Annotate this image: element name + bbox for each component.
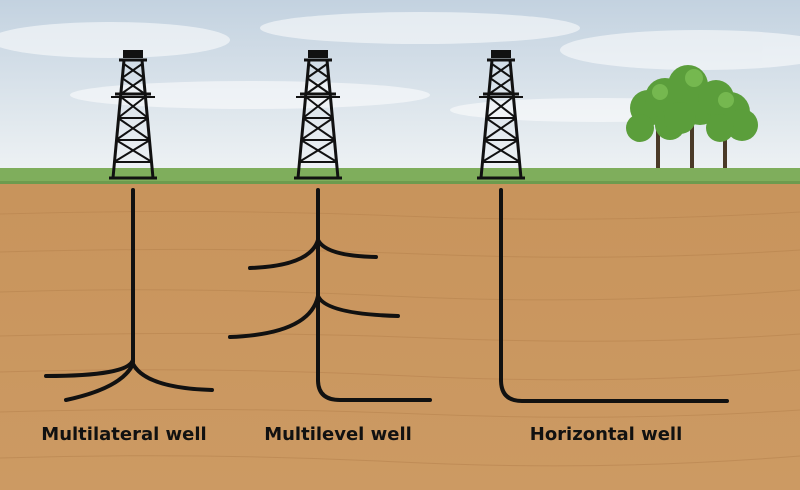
- horizontal-well-bore: [499, 188, 729, 403]
- grass: [0, 168, 800, 184]
- trees: [626, 65, 758, 178]
- multilateral-well-label: Multilateral well: [41, 424, 207, 445]
- soil-strata: [0, 210, 800, 467]
- multilevel-well-label: Multilevel well: [264, 424, 412, 445]
- multilevel-well-bore: [228, 188, 432, 402]
- horizontal-well-label: Horizontal well: [529, 424, 683, 445]
- multilateral-well-bore: [44, 188, 214, 402]
